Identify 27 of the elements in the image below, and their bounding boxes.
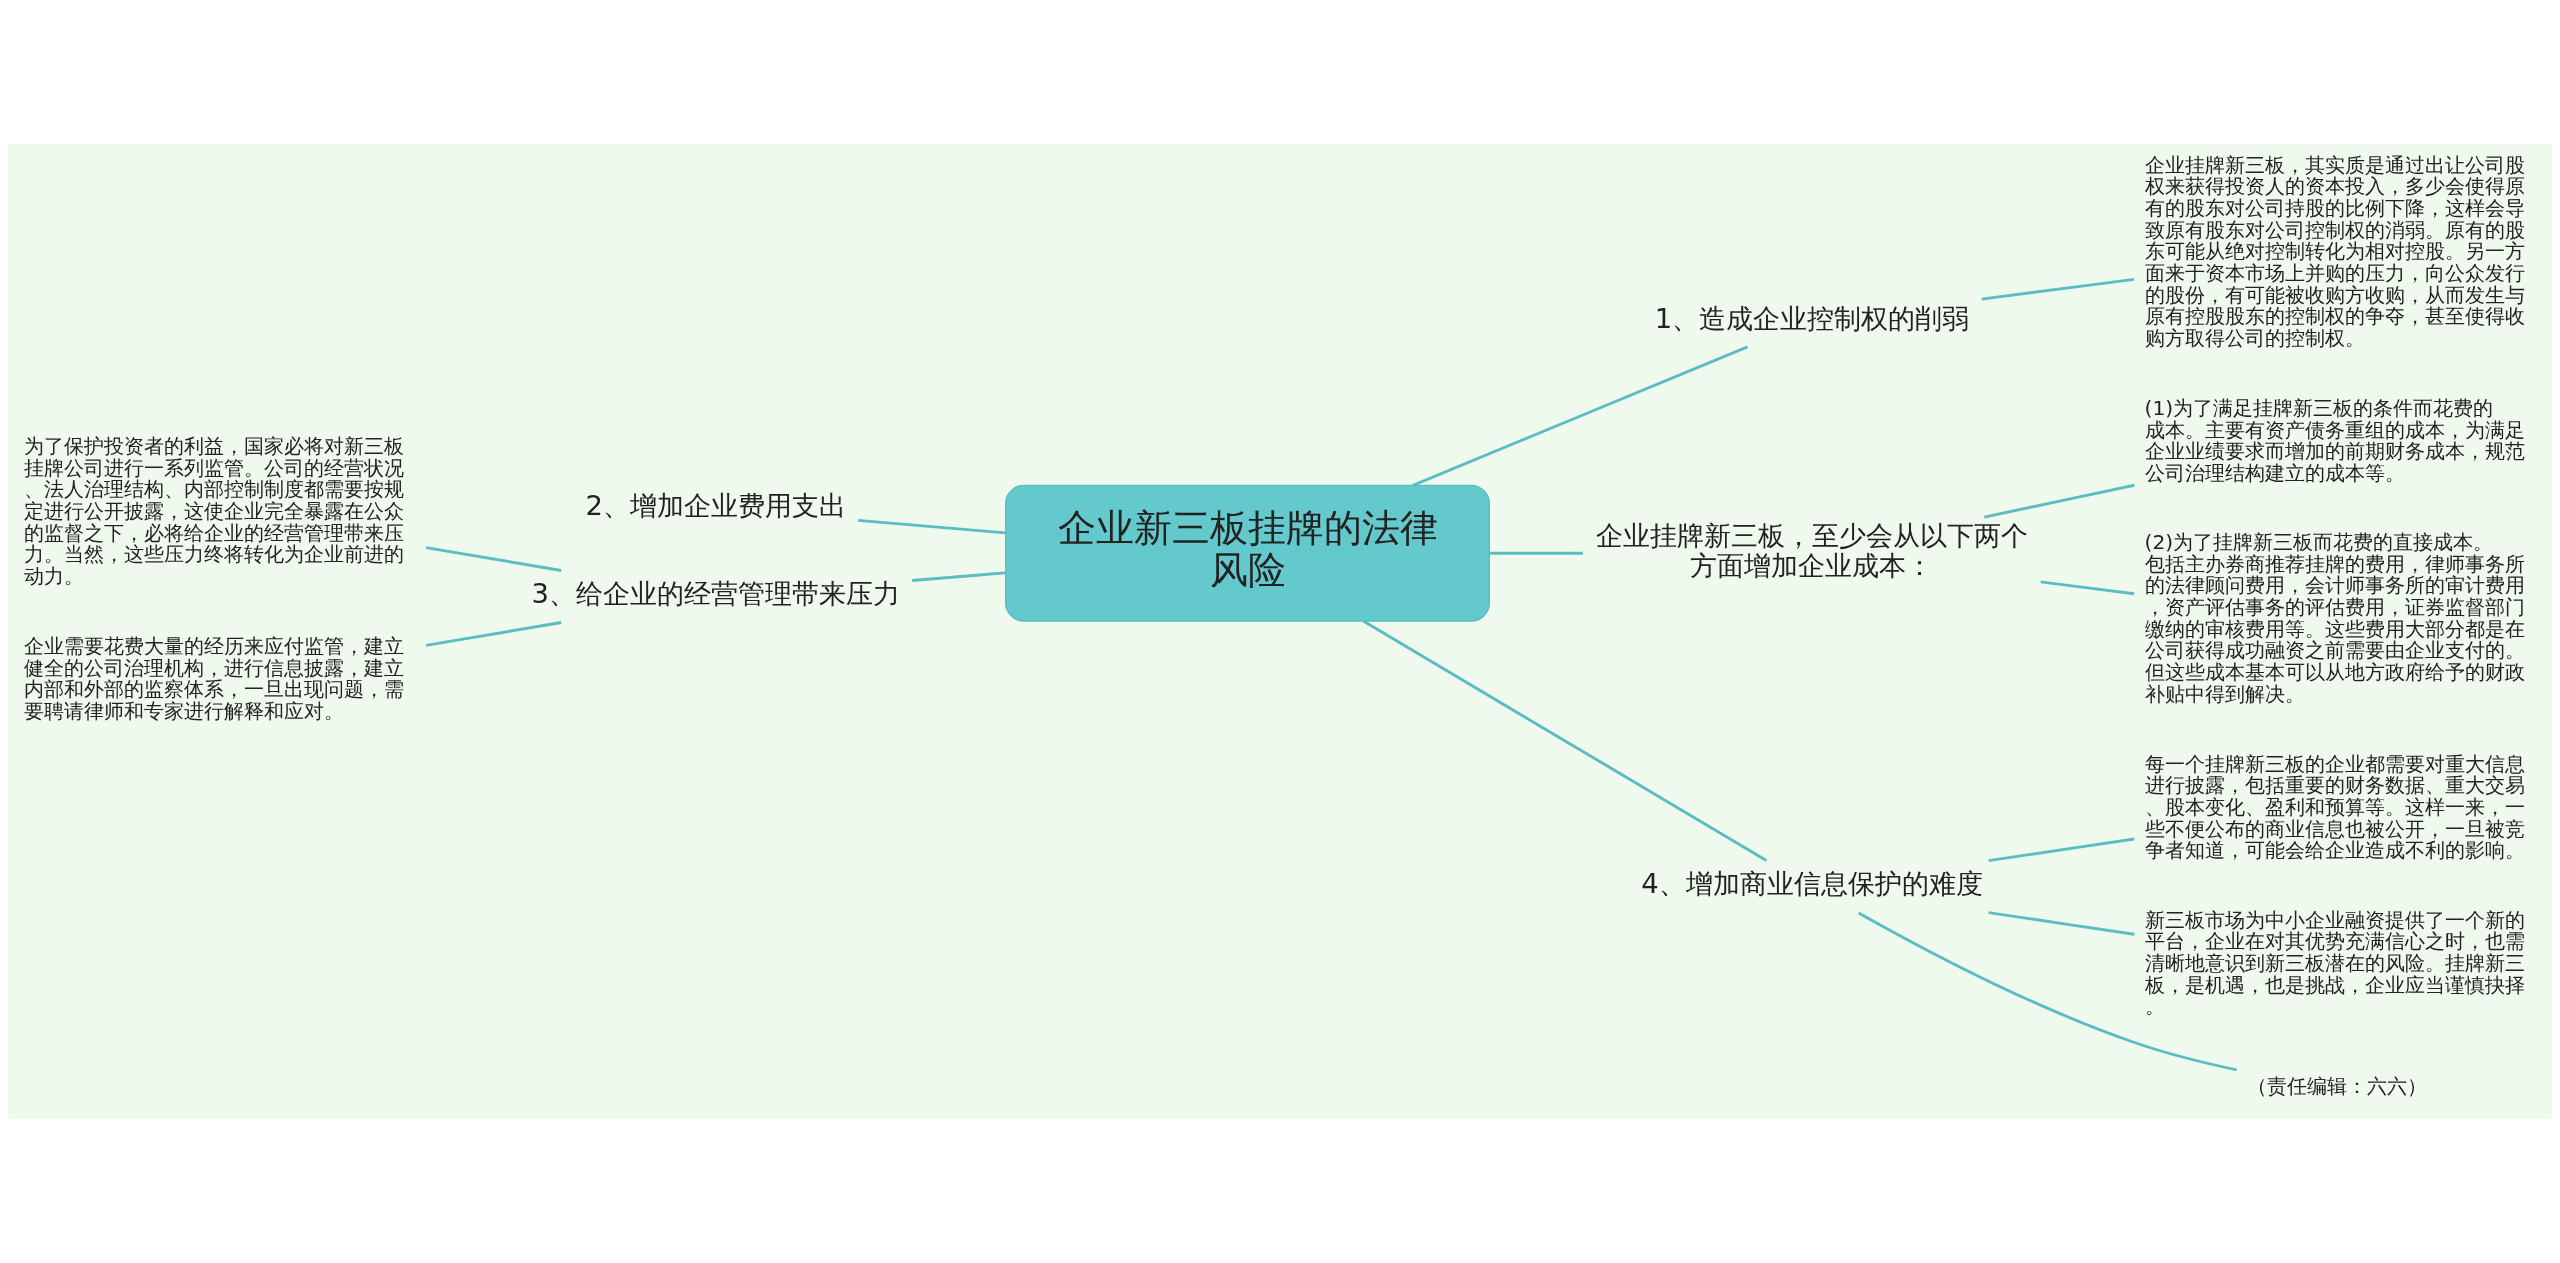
node-text: (1)为了满足挂牌新三板的条件而花费的成本。主要有资产债务重组的成本，为满足企业业绩要求而增加的前期财务成本，规范公司治理结构建立的成本等。 (2144, 395, 2525, 485)
connector (912, 571, 1006, 582)
node-text: 2、增加企业费用支出 (585, 490, 846, 522)
node-text: (2)为了挂牌新三板而花费的直接成本。包括主办券商推荐挂牌的费用，律师事务所的法律顾问费用，会计师事务所的审计费用，资产评估事务的评估费用，证券监督部门缴纳的审核费用等。这些费用大部分都是在公司获得成功融资之前需要由企业支付的。但这些成本基本可以从地方政府给予的财政补贴中得到解决。 (2144, 530, 2525, 706)
node-text: 每一个挂牌新三板的企业都需要对重大信息进行披露，包括重要的财务数据、重大交易、股本变化、盈利和预算等。这样一来，一些不便公布的商业信息也被公开，一旦被竞争者知道，可能会给企业造成不利的影响。 (2144, 751, 2525, 863)
connector (858, 518, 1006, 535)
node-text: 企业挂牌新三板，其实质是通过出让公司股权来获得投资人的资本投入，多少会使得原有的股东对公司持股的比例下降，这样会导致原有股东对公司控制权的消弱。原有的股东可能从绝对控制转化为相对控股。另一方面来于资本市场上并购的压力，向公众发行的股份，有可能被收购方收购，从而发生与原有控股股东的控制权的争夺，甚至使得收购方取得公司的控制权。 (2144, 152, 2525, 350)
node-text: 新三板市场为中小企业融资提供了一个新的平台，企业在对其优势充满信心之时，也需清晰地意识到新三板潜在的风险。挂牌新三板，是机遇，也是挑战，企业应当谨慎抉择。 (2144, 907, 2525, 1019)
node-text: 3、给企业的经营管理带来压力 (531, 578, 900, 610)
connector (1983, 483, 2135, 519)
connector (1362, 619, 1768, 862)
connector (1857, 911, 2237, 1072)
node-box: 企业新三板挂牌的法律风险 (1005, 484, 1490, 622)
node-text: （责任编辑：六六） (2247, 1073, 2428, 1098)
connector (425, 546, 562, 572)
node-text: 为了保护投资者的利益，国家必将对新三板挂牌公司进行一系列监管。公司的经营状况、法人治理结构、内部控制制度都需要按规定进行公开披露，这使企业完全暴露在公众的监督之下，必将给企业的经营管理带来压力。当然，这些压力终将转化为企业前进的动力。 (24, 434, 405, 589)
connector (1489, 551, 1583, 555)
node-text: 1、造成企业控制权的削弱 (1654, 302, 1970, 334)
node-text: 企业挂牌新三板，至少会从以下两个方面增加企业成本： (1595, 519, 2028, 582)
connector (1412, 345, 1749, 487)
node-text: 4、增加商业信息保护的难度 (1641, 868, 1983, 900)
connector (1988, 837, 2135, 863)
connector (425, 621, 562, 647)
connector (1981, 277, 2135, 301)
node-text: 企业需要花费大量的经历来应付监管，建立健全的公司治理机构，进行信息披露，建立内部和外部的监察体系，一旦出现问题，需要聘请律师和专家进行解释和应对。 (24, 634, 405, 724)
connector (2040, 580, 2135, 596)
connector (1988, 911, 2135, 936)
